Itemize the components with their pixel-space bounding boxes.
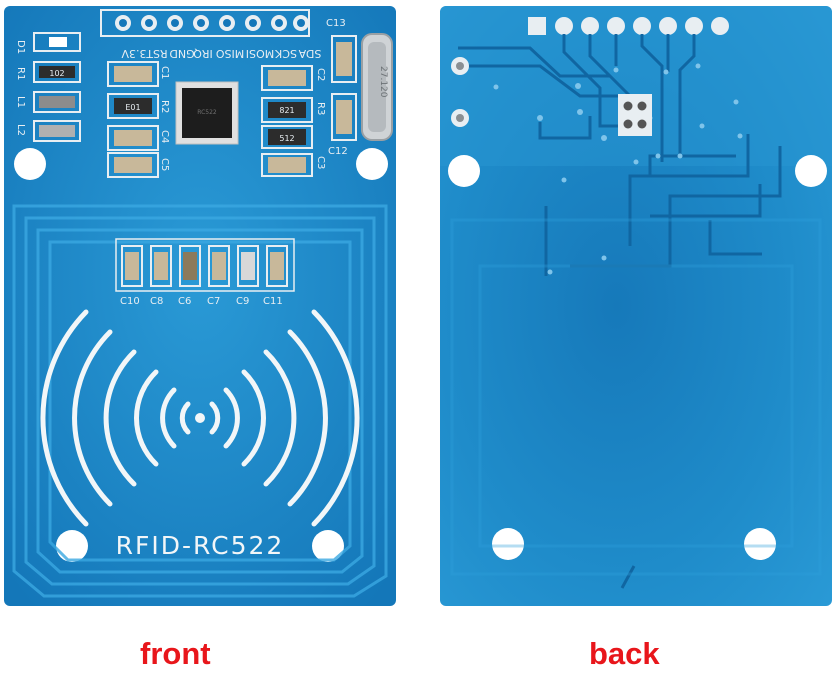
front-board: 3.3V RST GND IRQ MISO MOSI SCK SDA 102 D…: [4, 6, 396, 606]
mounting-hole: [744, 528, 776, 560]
solder-pads: [451, 57, 469, 127]
left-components: 102 D1 R1 L1 L2: [15, 32, 81, 142]
chip-right-components: 821 512 C2 R3 C3: [261, 65, 326, 177]
capacitor-label: C9: [236, 296, 249, 307]
component-label: C1: [159, 66, 170, 79]
header-pad: [607, 17, 625, 35]
component-label: C13: [326, 18, 346, 29]
pin-label: GND: [169, 47, 194, 60]
header-pad: [555, 17, 573, 35]
header-pad: [581, 17, 599, 35]
pin-label: IRQ: [193, 47, 213, 60]
pin-label: RST: [146, 47, 168, 60]
header-pad: [685, 17, 703, 35]
crystal-marking: 27.120: [378, 66, 388, 98]
chip-left-components: E01 C1 R2 C4 C5: [107, 61, 170, 178]
rc522-chip: RC522: [175, 81, 239, 145]
pin-label: SDA: [298, 47, 321, 60]
header-pad: [711, 17, 729, 35]
mounting-hole: [356, 148, 388, 180]
capacitor-label: C6: [178, 296, 191, 307]
svg-text:RC522: RC522: [197, 109, 217, 116]
component-label: C12: [328, 146, 348, 157]
crystal-area: C13 C12 27.120: [326, 18, 393, 157]
mounting-hole: [492, 528, 524, 560]
component-label: L1: [15, 96, 26, 108]
part-marking: 512: [279, 134, 294, 143]
module-label: RFID-RC522: [116, 531, 285, 560]
header-pad: [633, 17, 651, 35]
component-label: R3: [315, 102, 326, 115]
component-label: R1: [15, 67, 26, 80]
part-marking: E01: [125, 103, 140, 112]
front-caption: front: [140, 636, 211, 671]
mounting-hole: [14, 148, 46, 180]
back-board: [440, 6, 832, 606]
back-board-art: [440, 6, 832, 606]
front-board-art: 3.3V RST GND IRQ MISO MOSI SCK SDA 102 D…: [4, 6, 396, 606]
header-pad: [659, 17, 677, 35]
back-coil: [450, 218, 822, 576]
component-label: L2: [15, 124, 26, 136]
capacitor-label: C7: [207, 296, 220, 307]
capacitor-label: C10: [120, 296, 140, 307]
back-traces: [458, 34, 782, 589]
part-marking: 102: [49, 69, 64, 78]
part-marking: 821: [279, 106, 294, 115]
component-label: C2: [315, 68, 326, 81]
rf-wave-icon: [40, 309, 360, 527]
antenna-coil: [12, 204, 388, 598]
component-label: C5: [159, 158, 170, 171]
capacitor-label: C11: [263, 296, 283, 307]
mounting-hole: [312, 530, 344, 562]
pin-label: SCK: [274, 47, 297, 60]
component-label: R2: [159, 100, 170, 113]
capacitor-label: C8: [150, 296, 163, 307]
component-label: D1: [15, 40, 26, 54]
header-pads: [555, 17, 729, 35]
pin-labels: 3.3V RST GND IRQ MISO MOSI SCK SDA: [121, 47, 321, 60]
header-pad-square: [528, 17, 546, 35]
pin-label: MOSI: [246, 47, 274, 60]
component-label: C4: [159, 130, 170, 143]
component-label: C3: [315, 156, 326, 169]
mounting-hole: [795, 155, 827, 187]
crystal-pads: [618, 94, 652, 136]
back-caption: back: [589, 636, 660, 671]
mounting-hole: [448, 155, 480, 187]
pin-label: MISO: [215, 47, 244, 60]
pin-label: 3.3V: [121, 47, 146, 60]
mounting-hole: [56, 530, 88, 562]
capacitor-row: C10 C8 C6 C7 C9 C11: [115, 238, 295, 307]
